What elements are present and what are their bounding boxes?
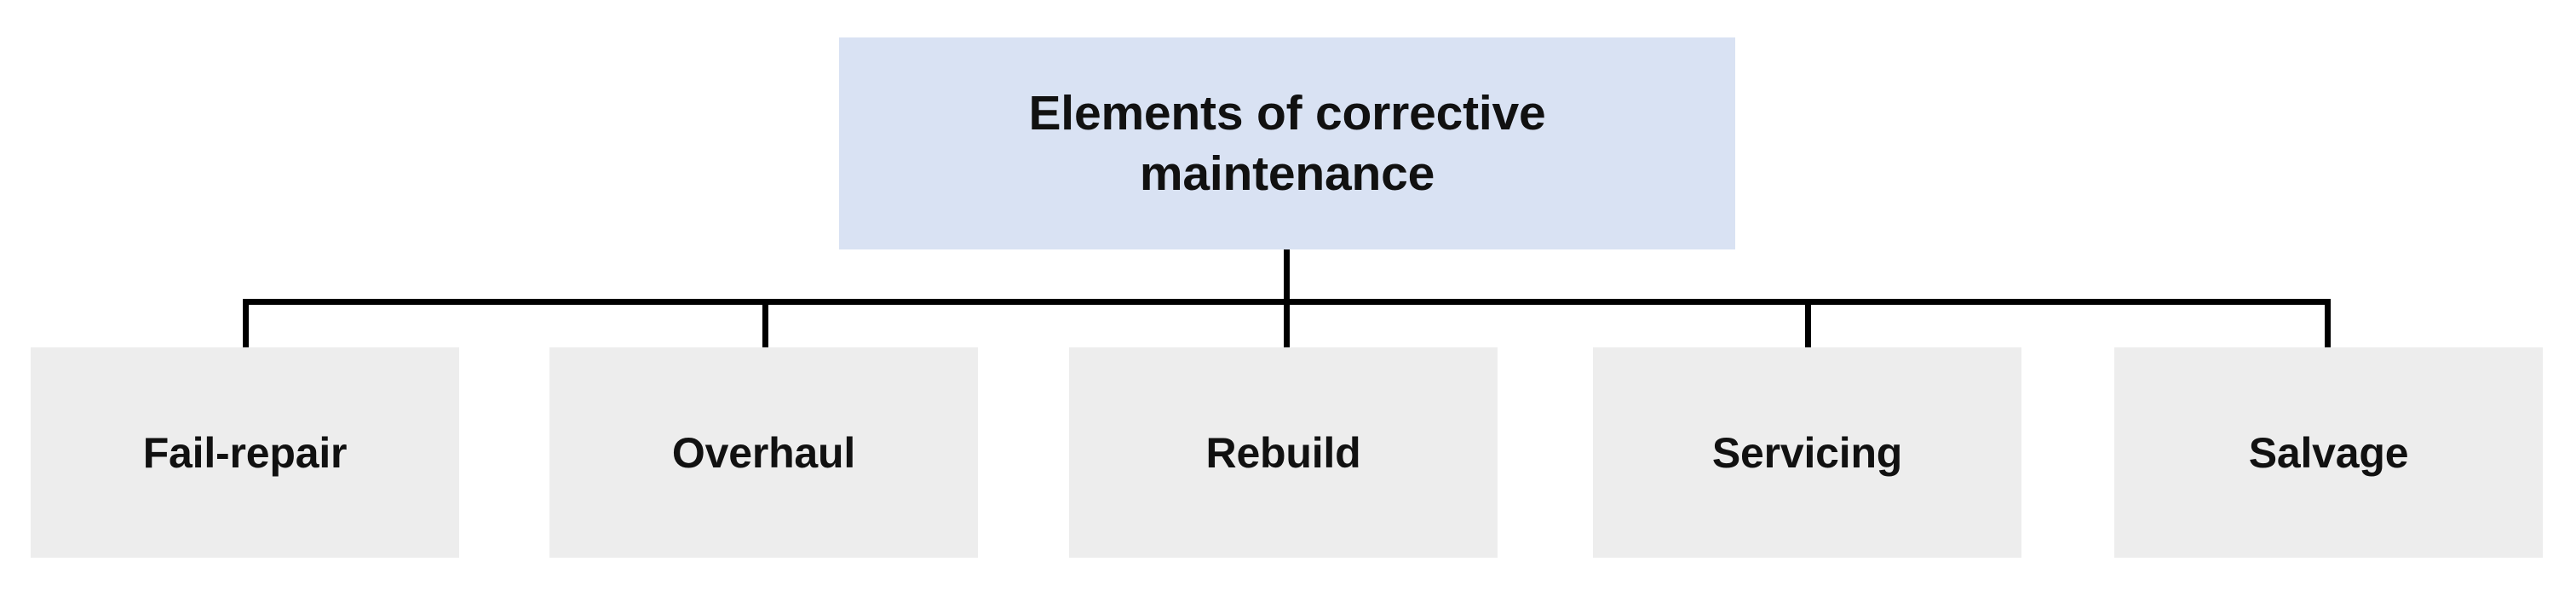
connector-drop-overhaul bbox=[762, 299, 768, 348]
leaf-node-servicing[interactable]: Servicing bbox=[1593, 347, 2021, 558]
leaf-node-fail-repair[interactable]: Fail-repair bbox=[31, 347, 459, 558]
root-node-label: Elements of corrective maintenance bbox=[1028, 85, 1546, 201]
connector-drop-fail-repair bbox=[243, 299, 249, 348]
leaf-node-label: Overhaul bbox=[671, 428, 856, 477]
connector-drop-servicing bbox=[1805, 299, 1811, 348]
leaf-node-salvage[interactable]: Salvage bbox=[2114, 347, 2543, 558]
connector-drop-rebuild bbox=[1284, 299, 1290, 348]
leaf-node-overhaul[interactable]: Overhaul bbox=[549, 347, 978, 558]
leaf-node-label: Servicing bbox=[1711, 428, 1903, 477]
leaf-node-label: Fail-repair bbox=[142, 428, 348, 477]
leaf-node-label: Rebuild bbox=[1205, 428, 1361, 477]
root-connector-stem bbox=[1284, 249, 1290, 301]
connector-drop-salvage bbox=[2325, 299, 2331, 348]
root-node-elements-of-corrective-maintenance[interactable]: Elements of corrective maintenance bbox=[839, 37, 1735, 249]
leaf-node-label: Salvage bbox=[2248, 428, 2409, 477]
leaf-node-rebuild[interactable]: Rebuild bbox=[1069, 347, 1498, 558]
